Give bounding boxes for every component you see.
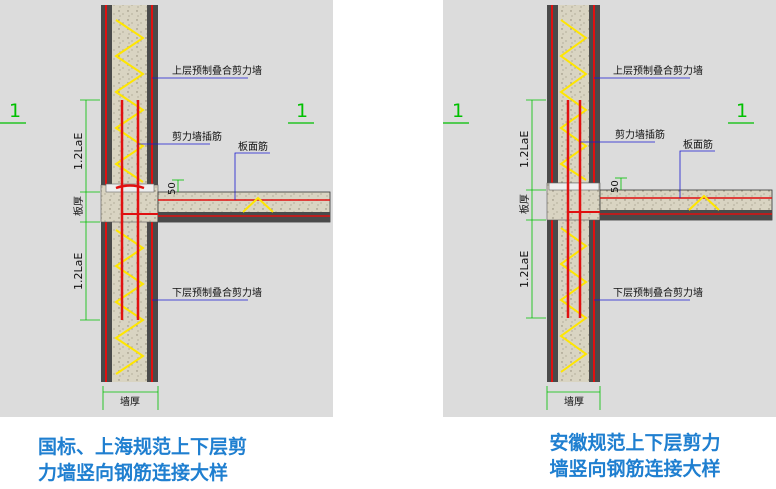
detail-drawing-left: 上层预制叠合剪力墙 剪力墙插筋 板面筋 下层预制叠合剪力墙 1.2LaE 1.2… (0, 5, 331, 410)
label-lower-wall: 下层预制叠合剪力墙 (613, 286, 703, 299)
label-slab-rebar: 板面筋 (238, 140, 268, 153)
section-mark-left: 1 (9, 100, 21, 122)
caption-left-line1: 国标、上海规范上下层剪 (38, 436, 248, 458)
detail-drawing-right: 上层预制叠合剪力墙 剪力墙插筋 板面筋 下层预制叠合剪力墙 1.2LaE 1.2… (443, 5, 773, 410)
caption-left: 国标、上海规范上下层剪 力墙竖向钢筋连接大样 (38, 434, 328, 486)
dim-wall-thickness: 墙厚 (120, 395, 140, 408)
section-mark-right: 1 (296, 100, 308, 122)
label-lower-wall: 下层预制叠合剪力墙 (172, 286, 262, 299)
label-wall-rebar: 剪力墙插筋 (615, 128, 665, 141)
dim-slab-thickness: 板厚 (72, 196, 85, 216)
truss-upper (559, 19, 588, 181)
label-upper-wall: 上层预制叠合剪力墙 (613, 64, 703, 77)
upper-wall-core (112, 5, 147, 185)
detail-panel-left: 上层预制叠合剪力墙 剪力墙插筋 板面筋 下层预制叠合剪力墙 1.2LaE 1.2… (0, 0, 333, 417)
caption-right-line1: 安徽规范上下层剪力 (549, 432, 721, 454)
truss-lower (114, 229, 145, 375)
dim-50: 50 (167, 182, 178, 195)
dim-upper-anchorage: 1.2LaE (518, 131, 531, 168)
dim-lower-anchorage: 1.2LaE (518, 251, 531, 288)
dim-50: 50 (610, 180, 621, 193)
dim-upper-anchorage: 1.2LaE (72, 133, 85, 170)
label-upper-wall: 上层预制叠合剪力墙 (172, 64, 262, 77)
dim-slab-thickness: 板厚 (518, 194, 531, 214)
section-mark-right: 1 (736, 100, 748, 122)
dim-wall-thickness: 墙厚 (564, 395, 584, 408)
dim-lower-anchorage: 1.2LaE (72, 253, 85, 290)
detail-panel-right: 上层预制叠合剪力墙 剪力墙插筋 板面筋 下层预制叠合剪力墙 1.2LaE 1.2… (443, 0, 776, 417)
truss-upper (114, 19, 145, 183)
section-mark-left: 1 (452, 100, 464, 122)
truss-lower (559, 227, 588, 373)
caption-left-line2: 力墙竖向钢筋连接大样 (38, 462, 229, 484)
label-slab-rebar: 板面筋 (683, 138, 713, 151)
caption-right-line2: 墙竖向钢筋连接大样 (549, 458, 721, 480)
caption-right: 安徽规范上下层剪力 墙竖向钢筋连接大样 (500, 430, 770, 482)
label-wall-rebar: 剪力墙插筋 (172, 130, 222, 143)
